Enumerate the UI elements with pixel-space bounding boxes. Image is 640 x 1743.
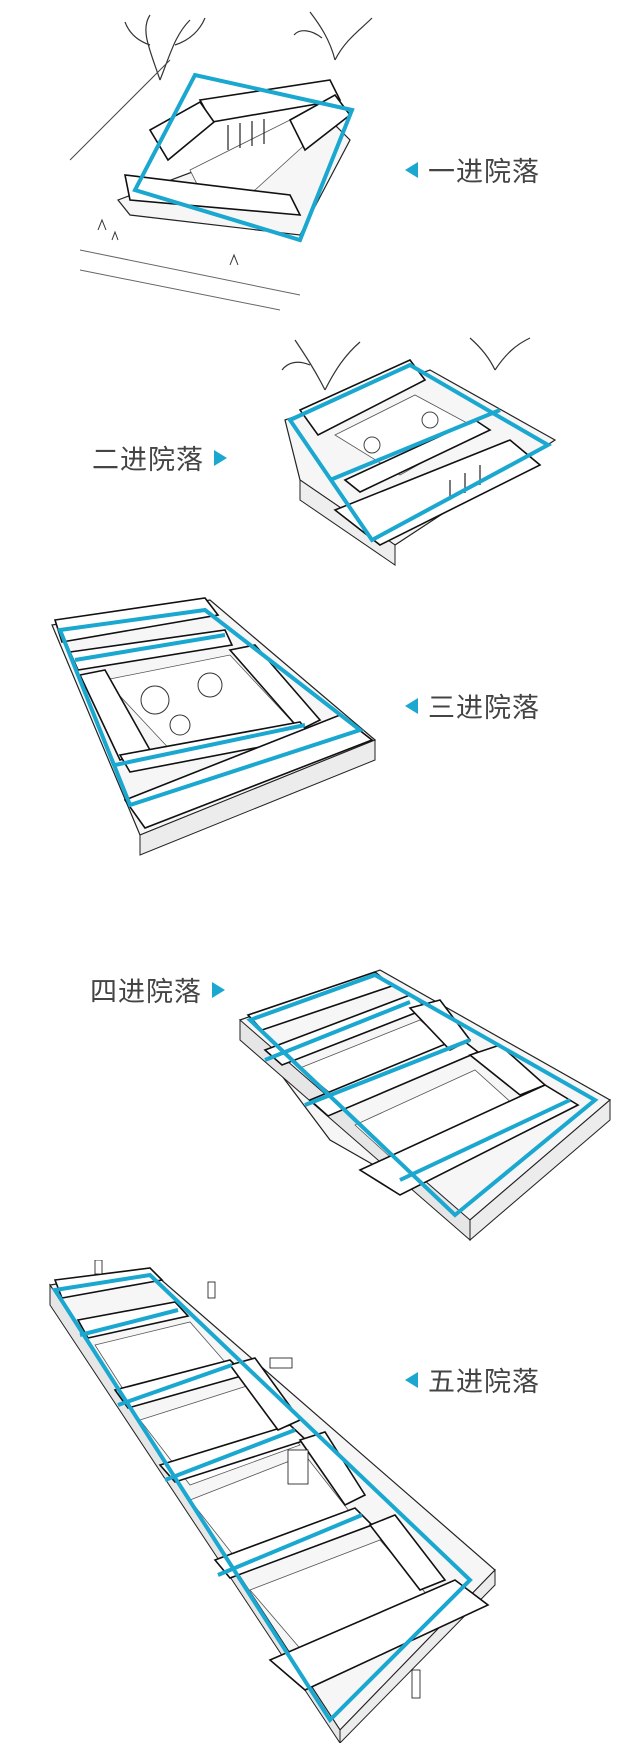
courtyard-sketch-4 (239, 969, 612, 1242)
panel-1-label: 一进院落 (405, 150, 540, 189)
panel-5-label: 五进院落 (405, 1360, 540, 1399)
arrow-left-icon (405, 697, 418, 714)
courtyard-title: 四进院落 (90, 977, 202, 1008)
courtyard-title: 五进院落 (428, 1367, 540, 1398)
tree-illustration (124, 11, 373, 81)
arrow-left-icon (405, 161, 418, 178)
courtyard-highlight-outline (287, 362, 553, 543)
arrow-left-icon (405, 1371, 418, 1388)
panel-4-label: 四进院落 (90, 970, 225, 1009)
panel-5-courtyard: 五进院落 (0, 1260, 640, 1743)
courtyard-highlight-outline (132, 72, 355, 243)
courtyard-title: 三进院落 (428, 693, 540, 724)
panel-3-label: 三进院落 (405, 686, 540, 725)
courtyard-highlight-outline (57, 607, 365, 808)
arrow-right-icon (212, 981, 225, 998)
courtyard-title: 一进院落 (428, 157, 540, 188)
panel-2-label: 二进院落 (92, 438, 227, 477)
courtyard-title: 二进院落 (92, 445, 204, 476)
panel-2-courtyard: 二进院落 (0, 330, 640, 590)
courtyard-sketch-3 (51, 597, 377, 856)
courtyard-sketch-5 (48, 1260, 496, 1743)
panel-3-courtyard: 三进院落 (0, 590, 640, 890)
panel-1-courtyard: 一进院落 (0, 0, 640, 330)
tree-illustration (281, 337, 531, 391)
courtyard-sketch-1 (69, 11, 373, 311)
courtyard-highlight-outline (51, 1272, 473, 1724)
courtyard-highlight-outline (246, 972, 599, 1218)
panel-4-courtyard: 四进院落 (0, 890, 640, 1260)
courtyard-sketch-2 (281, 337, 557, 566)
arrow-right-icon (214, 449, 227, 466)
